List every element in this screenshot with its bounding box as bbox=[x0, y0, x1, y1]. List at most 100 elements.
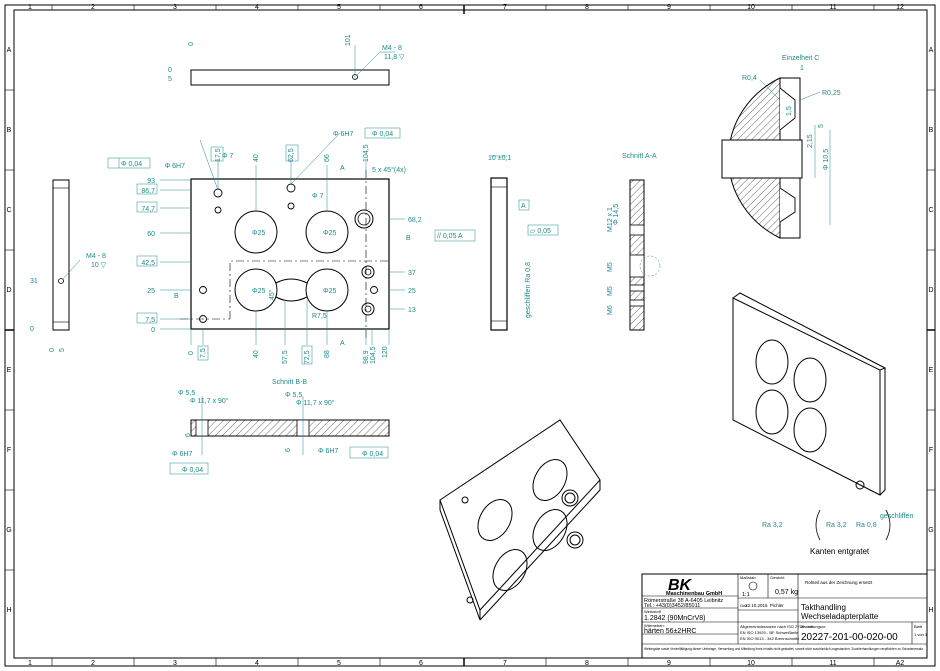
sheet-value: 1 von 1 bbox=[914, 632, 928, 637]
company-address: Römerstraße 38 A-6405 Leibnitz bbox=[644, 598, 723, 604]
dim-chamfer: 5 x 45°(4x) bbox=[372, 166, 406, 174]
dim-88: 88 bbox=[324, 350, 331, 358]
zone-bottom-10: 10 bbox=[747, 660, 755, 667]
zone-right-b: B bbox=[929, 127, 934, 134]
detail-1-5: 1,5 bbox=[786, 106, 793, 116]
dim-42-5: 42,5 bbox=[141, 260, 155, 267]
radius-label: R7,5 bbox=[312, 313, 327, 320]
zone-bottom-12: A2 bbox=[896, 660, 905, 667]
zone-bottom-4: 4 bbox=[255, 660, 259, 667]
gdt-top-tolerance: Φ 0,04 bbox=[372, 131, 393, 138]
dim-13: 13 bbox=[408, 307, 416, 314]
surface-finish: Ra 3,2 Ra 3,2 Ra 0,8 geschliffen Kanten … bbox=[762, 509, 913, 556]
sheet-label: Blatt bbox=[914, 624, 923, 629]
aa-phi14-5: Φ 14,5 bbox=[613, 204, 620, 225]
top-view-thread: M4 - 8 bbox=[382, 45, 402, 52]
side-view: 10 ±0,1 A // 0,05 A ▱ 0,05 geschliffen R… bbox=[434, 155, 559, 331]
section-aa-title: Schnitt A-A bbox=[622, 153, 657, 160]
bb-phi11-7-b: Φ 11,7 x 90° bbox=[296, 399, 335, 407]
bb-phi11-7-a: Φ 11,7 x 90° bbox=[190, 397, 229, 405]
section-bb: Schnitt B-B Φ 5,5 Φ 11,7 x 90° Φ 5,5 Φ 1… bbox=[169, 379, 390, 475]
aa-m12: M12 x 1 bbox=[607, 207, 614, 232]
dim-104-5-top: 104,5 bbox=[363, 144, 370, 162]
company-name: Maschinenbau GmbH bbox=[666, 591, 722, 597]
company-logo: BK bbox=[668, 577, 693, 594]
section-b-left: B bbox=[174, 293, 179, 300]
gdt-left-tolerance: Φ 0,04 bbox=[121, 161, 142, 168]
detail-2-15: 2,15 bbox=[807, 134, 814, 148]
dim-40-bottom: 40 bbox=[253, 350, 260, 358]
title-block: BK Maschinenbau GmbH Römerstraße 38 A-64… bbox=[641, 573, 928, 659]
zone-right-h: H bbox=[928, 607, 933, 614]
zone-bottom-8: 8 bbox=[585, 660, 589, 667]
zone-bottom-5: 5 bbox=[337, 660, 341, 667]
dim-98-9: 98,9 bbox=[363, 350, 370, 364]
top-view-dim-0-vertical: 0 bbox=[188, 42, 195, 46]
zone-top-8: 8 bbox=[585, 4, 589, 11]
zone-left-a: A bbox=[7, 47, 12, 54]
isometric-view-large bbox=[439, 419, 601, 621]
tolerance-1: Allgemeintoleranzen nach ISO 2768 - mK bbox=[740, 624, 814, 629]
bb-phi6h7-a: Φ 6H7 bbox=[172, 451, 192, 458]
angle-label: 45° bbox=[268, 289, 276, 300]
detail-c-title: Einzelheit C bbox=[782, 55, 819, 62]
bb-phi5-5-a: Φ 5,5 bbox=[178, 390, 195, 397]
side-view-datum: A bbox=[521, 203, 526, 210]
zone-bottom-6: 6 bbox=[419, 660, 423, 667]
zone-top-6: 6 bbox=[419, 4, 423, 11]
bore-label-1: Φ25 bbox=[252, 230, 265, 237]
drawn-label: Gez. bbox=[740, 603, 748, 608]
parallelism: // 0,05 A bbox=[437, 233, 463, 240]
zone-right-a: A bbox=[929, 47, 934, 54]
isometric-view-small bbox=[732, 292, 887, 496]
company-phone: Tel.: +43(0)3452/85011 bbox=[644, 603, 700, 609]
zone-right-g: G bbox=[928, 527, 933, 534]
zone-top-1: 1 bbox=[28, 4, 32, 11]
zone-bottom-3: 3 bbox=[173, 660, 177, 667]
left-view-dim-0: 0 bbox=[30, 326, 34, 333]
dim-62-5: 62,5 bbox=[288, 148, 295, 162]
left-view: M4 - 8 10 ▽ 31 0 0 5 bbox=[30, 179, 107, 352]
zone-right-c: C bbox=[928, 207, 933, 214]
drawn-date: 23.10.2015 bbox=[745, 603, 768, 608]
top-view: M4 - 8 11,8 ▽ 101 0 5 0 bbox=[168, 34, 405, 86]
dim-0-left: 0 bbox=[151, 327, 155, 334]
dim-0-bottom: 0 bbox=[188, 351, 195, 355]
bb-dim-6-a: 6 bbox=[185, 433, 192, 437]
drawn-by: Pichler bbox=[770, 603, 784, 608]
ra-0-8: Ra 0,8 bbox=[856, 522, 877, 529]
scale-value: 1:1 bbox=[742, 592, 750, 598]
zone-left-f: F bbox=[7, 447, 11, 454]
detail-c: Einzelheit C R0,4 R0,25 Φ 10,5 2,15 1,5 … bbox=[721, 55, 841, 239]
side-view-width: 10 ±0,1 bbox=[488, 155, 511, 162]
ra-3-2-main: Ra 3,2 bbox=[762, 522, 783, 529]
top-view-dim-5: 5 bbox=[168, 76, 172, 83]
dim-phi7-left: Φ 7 bbox=[222, 153, 234, 160]
zone-bottom-2: 2 bbox=[91, 660, 95, 667]
top-view-dim-0: 0 bbox=[168, 67, 172, 74]
zone-right-d: D bbox=[928, 287, 933, 294]
zone-top-4: 4 bbox=[255, 4, 259, 11]
top-view-thread-depth: 11,8 ▽ bbox=[384, 54, 405, 61]
zone-top-11: 11 bbox=[829, 4, 836, 11]
dim-86-7: 86,7 bbox=[141, 188, 155, 195]
zone-top-9: 9 bbox=[667, 4, 671, 11]
bb-gdt-a: Φ 0,04 bbox=[182, 467, 203, 474]
left-view-dim-5-bottom: 5 bbox=[59, 348, 66, 352]
treatment-value: härten 56±2HRC bbox=[644, 628, 696, 635]
detail-r04: R0,4 bbox=[742, 75, 757, 82]
drawing-title-1: Takthandling bbox=[801, 603, 846, 612]
zone-top-5: 5 bbox=[337, 4, 341, 11]
material-label: Werkstoff bbox=[644, 609, 662, 614]
left-view-dim-0-bottom: 0 bbox=[49, 348, 56, 352]
aa-m6: M6 bbox=[607, 305, 614, 315]
dim-phi6h7-top: Φ 6H7 bbox=[333, 131, 353, 138]
bb-phi5-5-b: Φ 5,5 bbox=[285, 392, 302, 399]
dim-60: 60 bbox=[147, 231, 155, 238]
drawing-frame: 1 2 3 4 5 6 7 8 9 10 11 12 1 2 3 4 5 6 7… bbox=[4, 4, 936, 667]
dim-25-left: 25 bbox=[147, 288, 155, 295]
dim-37: 37 bbox=[408, 270, 416, 277]
detail-r025: R0,25 bbox=[822, 90, 841, 97]
zone-left-e: E bbox=[7, 367, 12, 374]
dim-72-5: 72,5 bbox=[304, 350, 311, 364]
